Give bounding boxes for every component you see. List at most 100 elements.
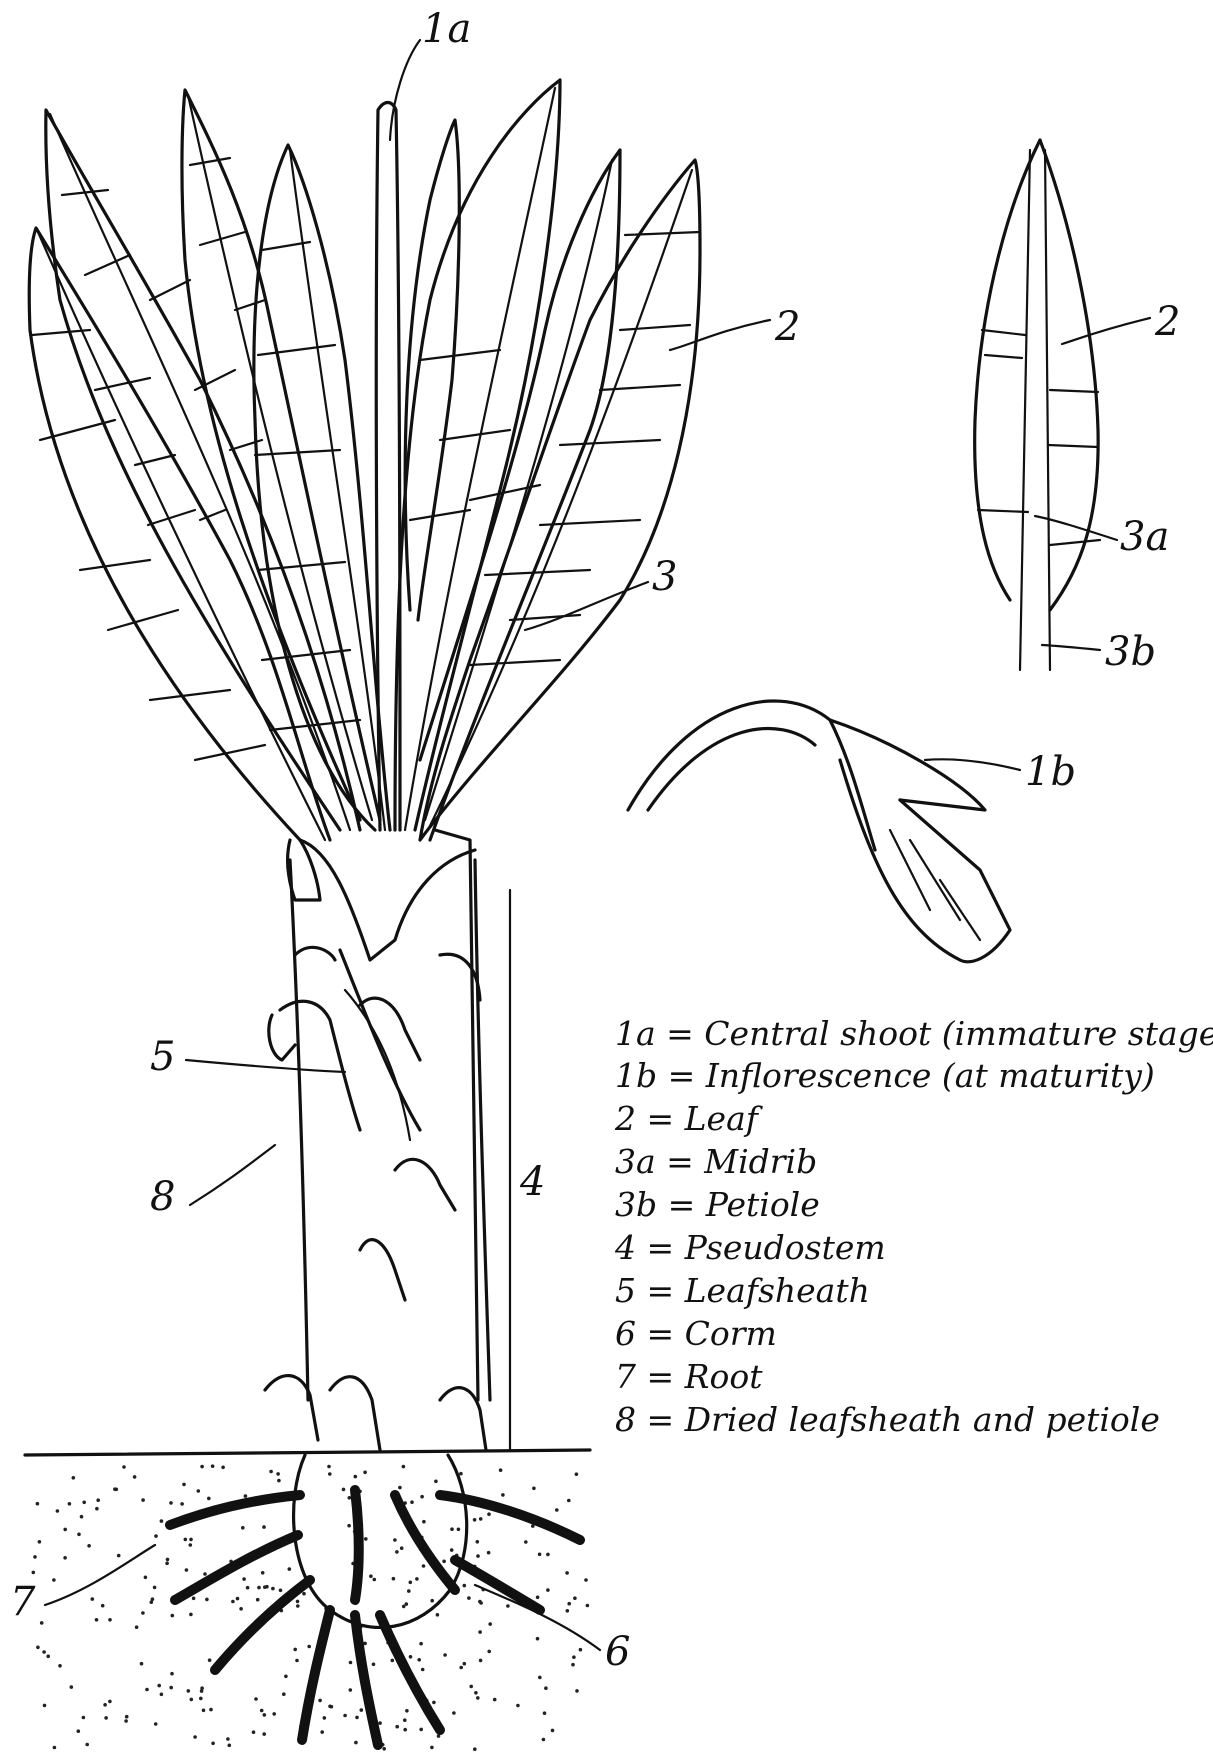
inflorescence	[628, 701, 1010, 962]
leader-3a	[1035, 516, 1117, 540]
soil-dot	[532, 1487, 536, 1491]
soil-dot	[63, 1528, 67, 1532]
soil-dot	[546, 1588, 550, 1592]
soil-dot	[262, 1732, 266, 1736]
soil-dot	[254, 1697, 258, 1701]
soil-dot	[392, 1577, 396, 1581]
soil-dot	[46, 1655, 50, 1659]
legend-item-7: 7 = Root	[615, 1357, 763, 1396]
label-3a: 3a	[1120, 514, 1169, 560]
soil-dot	[538, 1676, 542, 1680]
soil-dot	[170, 1672, 174, 1676]
soil-dot	[373, 1578, 377, 1582]
soil-dot	[524, 1540, 528, 1544]
soil-dot	[95, 1507, 99, 1511]
soil-dot	[476, 1540, 480, 1544]
soil-dot	[551, 1729, 555, 1733]
soil-dot	[579, 1648, 583, 1652]
soil-dot	[154, 1722, 158, 1726]
soil-dot	[463, 1662, 467, 1666]
soil-dot	[284, 1675, 288, 1679]
soil-dot	[91, 1597, 95, 1601]
soil-dot	[43, 1704, 47, 1708]
soil-dot	[436, 1613, 440, 1617]
label-1b: 1b	[1025, 749, 1076, 795]
leader-1a	[390, 40, 420, 140]
leader-1b	[925, 759, 1020, 770]
label-7: 7	[10, 1579, 36, 1625]
soil-dot	[207, 1497, 211, 1501]
soil-dot	[473, 1518, 477, 1522]
soil-dot	[203, 1572, 207, 1576]
soil-dot	[141, 1498, 145, 1502]
soil-dot	[295, 1659, 299, 1663]
soil-dot	[586, 1604, 590, 1608]
soil-dot	[452, 1711, 456, 1715]
soil-dot	[95, 1618, 99, 1622]
soil-dot	[160, 1693, 164, 1697]
soil-dot	[476, 1696, 480, 1700]
soil-dot	[476, 1554, 480, 1558]
soil-dot	[101, 1604, 105, 1608]
soil-dot	[77, 1533, 81, 1537]
leader-7	[45, 1545, 155, 1605]
soil-dot	[244, 1494, 248, 1498]
soil-dot	[58, 1664, 62, 1668]
soil-dot	[52, 1578, 56, 1582]
label-2-main: 2	[774, 304, 800, 350]
soil-dot	[72, 1476, 76, 1480]
leader-5	[186, 1060, 345, 1072]
soil-dot	[422, 1564, 426, 1568]
soil-dot	[282, 1692, 286, 1696]
soil-dot	[117, 1554, 121, 1558]
soil-dot	[419, 1642, 423, 1646]
soil-dot	[348, 1496, 352, 1500]
soil-dot	[189, 1543, 193, 1547]
soil-dot	[265, 1585, 269, 1589]
soil-dot	[402, 1465, 406, 1469]
soil-dot	[403, 1728, 407, 1732]
soil-dot	[419, 1728, 423, 1732]
leader-2-detail	[1062, 318, 1150, 344]
legend-item-4: 4 = Pseudostem	[614, 1228, 886, 1267]
soil-dot	[135, 1625, 139, 1629]
soil-dot	[182, 1483, 186, 1487]
soil-dot	[372, 1663, 376, 1667]
soil-dot	[165, 1562, 169, 1566]
soil-dot	[421, 1668, 425, 1672]
soil-dot	[501, 1493, 505, 1497]
legend-item-5: 5 = Leafsheath	[615, 1271, 870, 1310]
soil-dot	[405, 1709, 409, 1713]
soil-dot	[538, 1553, 542, 1557]
soil-dot	[395, 1550, 399, 1554]
soil-dot	[459, 1666, 463, 1670]
soil-dot	[261, 1571, 265, 1575]
soil-dot	[487, 1512, 491, 1516]
pseudostem	[265, 830, 490, 1450]
soil-dot	[80, 1515, 84, 1519]
soil-dot	[262, 1525, 266, 1529]
leaf-fan	[29, 80, 700, 840]
soil-dot	[355, 1716, 359, 1720]
soil-dot	[402, 1605, 406, 1609]
soil-dot	[122, 1465, 126, 1469]
legend-item-3b: 3b = Petiole	[615, 1185, 820, 1224]
soil-dot	[113, 1487, 117, 1491]
soil-dot	[478, 1630, 482, 1634]
soil-dot	[153, 1586, 157, 1590]
soil-dot	[555, 1508, 559, 1512]
soil-dot	[104, 1716, 108, 1720]
soil-dot	[87, 1544, 91, 1548]
soil-dot	[252, 1730, 256, 1734]
soil-dot	[347, 1524, 351, 1528]
soil-dot	[257, 1586, 261, 1590]
soil-dot	[38, 1540, 42, 1544]
soil-dot	[487, 1551, 491, 1555]
soil-dot	[474, 1691, 478, 1695]
soil-dot	[246, 1586, 250, 1590]
soil-dot	[53, 1746, 57, 1750]
soil-dot	[154, 1534, 158, 1538]
soil-dot	[169, 1501, 173, 1505]
soil-dot	[395, 1725, 399, 1729]
